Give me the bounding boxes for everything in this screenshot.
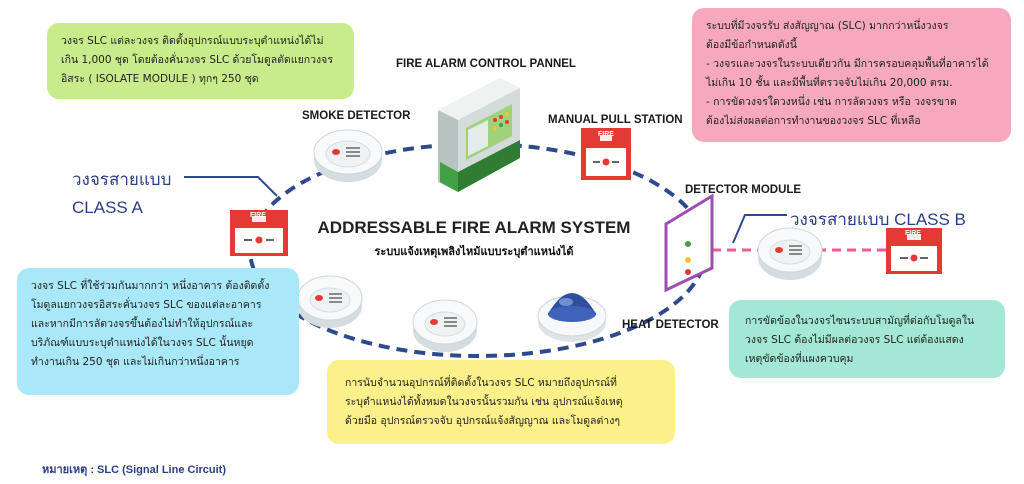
label-class-b: วงจรสายแบบ CLASS B [790,210,966,229]
detector-module-icon [664,193,714,293]
bottom-smoke-detector-1-icon [297,275,363,328]
label-control-panel: FIRE ALARM CONTROL PANNEL [396,58,576,70]
note-slc-device-limit: วงจร SLC แต่ละวงจร ติดตั้งอุปกรณ์แบบระบุ… [47,23,354,99]
label-class-a-line2: CLASS A [72,198,143,217]
smoke-detector-icon [313,129,383,182]
control-panel-icon [438,78,520,192]
fire-sign-left: FIRE [250,212,266,219]
manual-pull-station-icon [581,128,631,180]
note-multi-building-slc: วงจร SLC ที่ใช้ร่วมกันมากกว่า หนึ่งอาคาร… [17,268,299,395]
label-heat-detector: HEAT DETECTOR [622,319,719,331]
footnote: หมายเหตุ : SLC (Signal Line Circuit) [42,464,227,476]
label-smoke-detector: SMOKE DETECTOR [302,110,411,122]
label-manual-pull-station: MANUAL PULL STATION [548,114,683,126]
label-class-a-line1: วงจรสายแบบ [72,170,172,189]
bottom-smoke-detector-2-icon [412,299,478,352]
label-detector-module: DETECTOR MODULE [685,184,802,196]
heat-detector-icon [537,293,607,342]
system-subtitle: ระบบแจ้งเหตุเพลิงไหม้แบบระบุตำแหน่งได้ [374,246,574,258]
note-multi-slc-requirements: ระบบที่มีวงจรรับ ส่งสัญญาณ (SLC) มากกว่า… [692,8,1011,142]
system-title: ADDRESSABLE FIRE ALARM SYSTEM [317,218,631,237]
class-b-smoke-detector-icon [757,227,823,280]
class-b-pull-station-icon [886,228,942,274]
note-device-counting: การนับจำนวนอุปกรณ์ที่ติดตั้งในวงจร SLC ห… [327,360,675,444]
class-a-pointer [184,176,278,197]
fire-sign-top: FIRE [598,131,614,138]
fire-sign-class-b: FIRE [905,230,921,237]
note-module-fault: การขัดข้องในวงจรไซนระบบสามัญที่ต่อกับโมด… [729,300,1005,378]
manual-pull-station-left-icon [230,210,288,256]
class-b-pointer [732,214,787,244]
